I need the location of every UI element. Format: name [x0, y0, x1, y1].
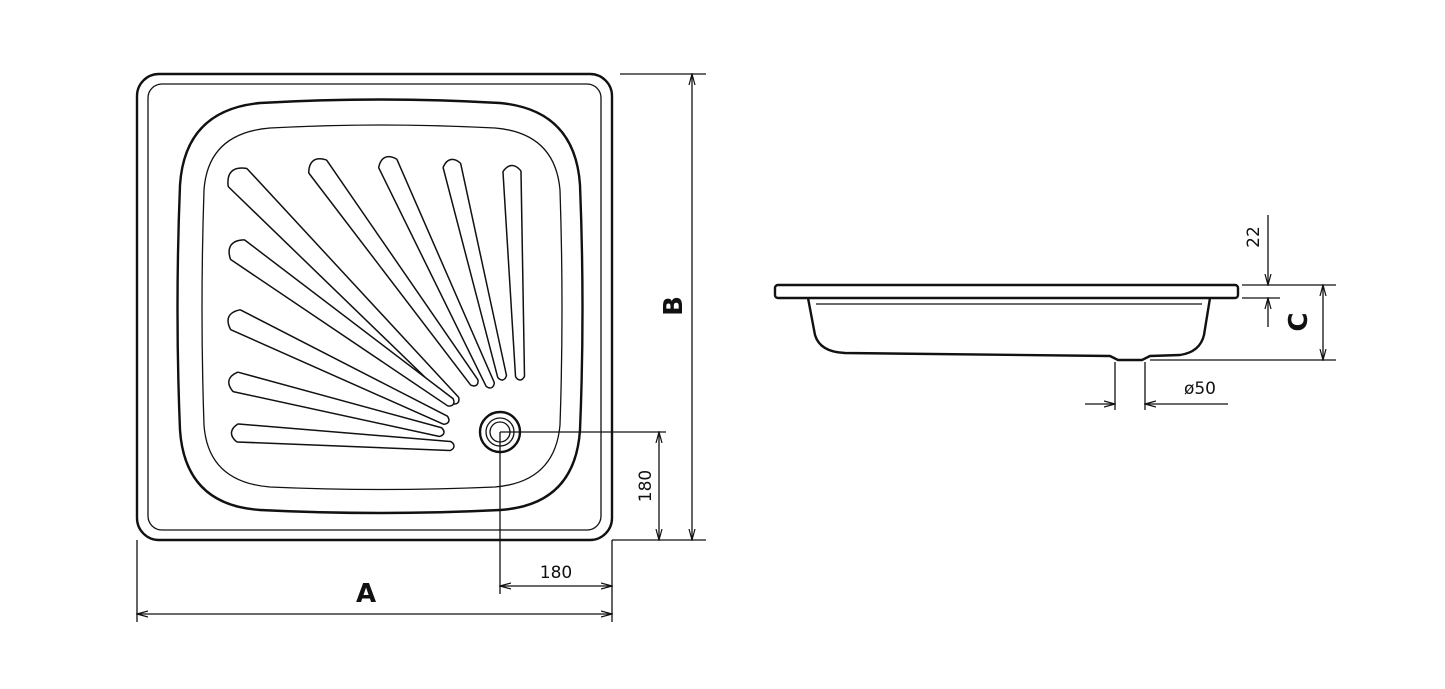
rib-1: [228, 168, 459, 404]
drain-diameter-label: ø50: [1184, 379, 1216, 399]
side-basin: [806, 297, 1212, 362]
dimension-22: 22: [1242, 215, 1280, 327]
rib-4: [443, 160, 506, 380]
rim-thickness-label: 22: [1244, 226, 1264, 248]
rib-3: [379, 157, 494, 388]
basin-floor-edge: [201, 124, 563, 491]
dimension-label-A: A: [356, 579, 376, 609]
drain-offset-y-label: 180: [636, 470, 656, 502]
anti-slip-ribs: [227, 155, 526, 452]
rib-7: [228, 310, 449, 424]
dimension-drain-y: 180: [500, 432, 666, 540]
dimension-drain-diameter: ø50: [1085, 362, 1228, 410]
side-view: [773, 283, 1240, 362]
rib-2: [309, 159, 478, 386]
rib-9: [232, 424, 454, 450]
dimension-label-C: C: [1284, 312, 1314, 331]
drain-offset-x-label: 180: [540, 563, 572, 583]
tray-rim-line: [147, 83, 602, 531]
dimension-drain-x: 180: [500, 432, 612, 594]
dimension-C: C: [1150, 285, 1336, 360]
dimension-B: B: [612, 74, 706, 540]
side-rim: [773, 283, 1240, 300]
rib-5: [503, 166, 524, 380]
rib-8: [229, 372, 444, 436]
dimension-label-B: B: [659, 296, 689, 316]
tray-outer-edge: [135, 72, 614, 542]
dimension-A: A: [137, 540, 612, 622]
rib-6: [229, 240, 454, 406]
top-view: [135, 72, 614, 542]
